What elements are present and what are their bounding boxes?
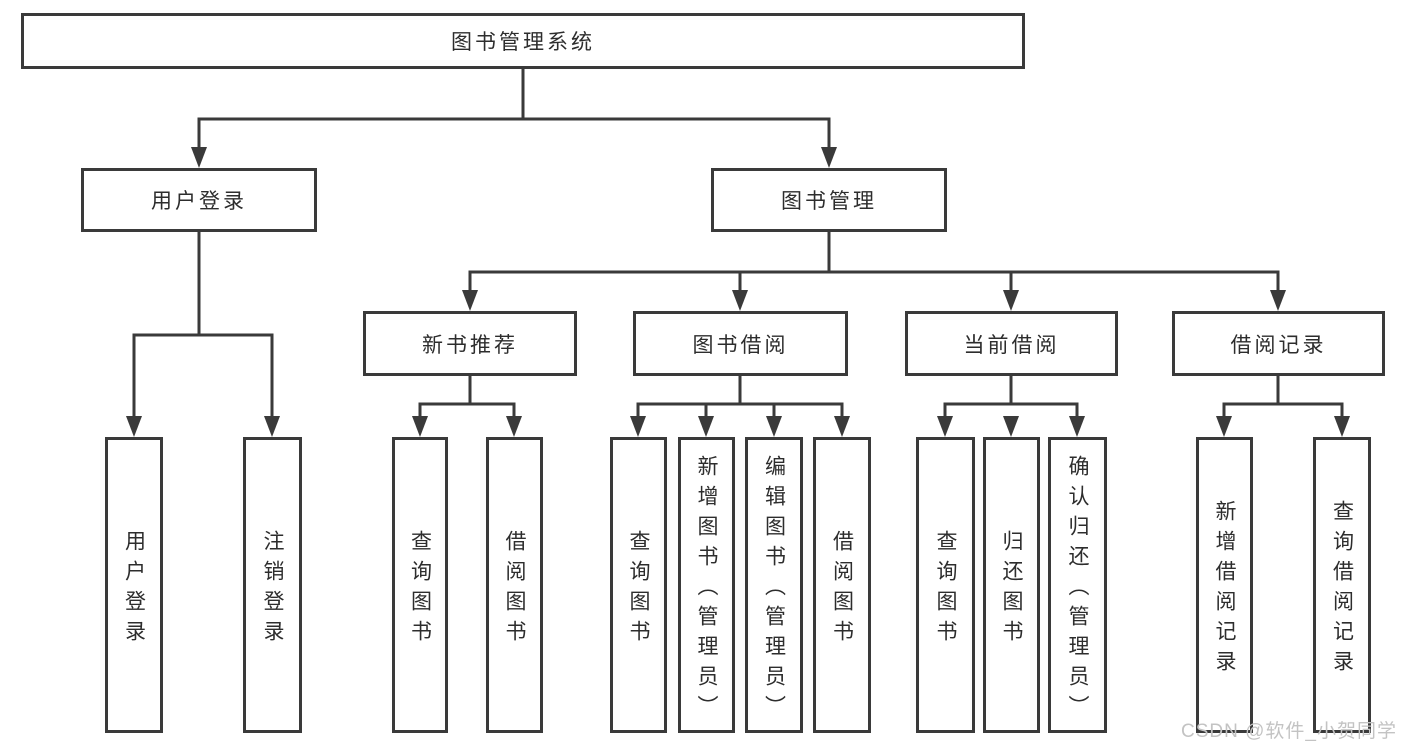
- node-leaf-user-login: 用户登录: [105, 437, 163, 733]
- node-leaf-current-return: 归还图书: [983, 437, 1040, 733]
- csdn-watermark: CSDN @软件_小贺同学: [1181, 721, 1397, 742]
- node-book-borrowing: 图书借阅: [633, 311, 848, 376]
- node-borrow-records: 借阅记录: [1172, 311, 1385, 376]
- node-new-book-recommend: 新书推荐: [363, 311, 577, 376]
- node-leaf-borrow-add-admin: 新增图书（管理员）: [678, 437, 735, 733]
- node-leaf-current-confirm-admin: 确认归还（管理员）: [1048, 437, 1107, 733]
- node-leaf-newbook-query: 查询图书: [392, 437, 448, 733]
- node-book-management: 图书管理: [711, 168, 947, 232]
- node-leaf-borrow-query: 查询图书: [610, 437, 667, 733]
- node-current-borrowing: 当前借阅: [905, 311, 1118, 376]
- node-leaf-current-query: 查询图书: [916, 437, 975, 733]
- node-leaf-borrow-borrow: 借阅图书: [813, 437, 871, 733]
- node-leaf-record-add: 新增借阅记录: [1196, 437, 1253, 733]
- node-leaf-newbook-borrow: 借阅图书: [486, 437, 543, 733]
- node-root-system: 图书管理系统: [21, 13, 1025, 69]
- node-leaf-record-query: 查询借阅记录: [1313, 437, 1371, 733]
- node-leaf-logout: 注销登录: [243, 437, 302, 733]
- node-leaf-borrow-edit-admin: 编辑图书（管理员）: [745, 437, 803, 733]
- node-user-login: 用户登录: [81, 168, 317, 232]
